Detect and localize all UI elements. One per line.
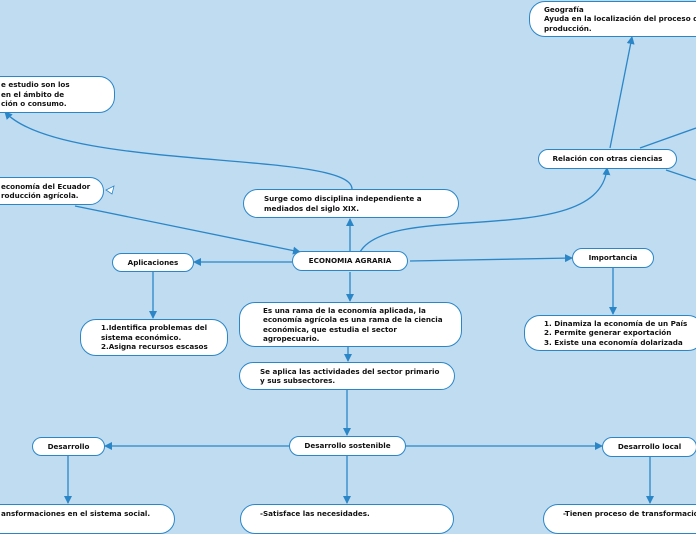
node-satisface[interactable]: -Satisface las necesidades.	[240, 504, 454, 534]
node-desarrollo-label: Desarrollo	[47, 441, 90, 451]
node-aplica-label: Se aplica las actividades del sector pri…	[260, 366, 440, 385]
connector-layer	[4, 36, 696, 504]
node-local[interactable]: Desarrollo local	[602, 437, 696, 457]
node-rama[interactable]: Es una rama de la economía aplicada, la …	[239, 302, 462, 347]
node-dinamiza[interactable]: 1. Dinamiza la economía de un País 2. Pe…	[524, 315, 696, 351]
connector-center-importancia	[409, 254, 573, 263]
node-ecuador-label: economía del Ecuador roducción agrícola.	[1, 181, 91, 200]
node-surge-label: Surge como disciplina independiente a me…	[264, 194, 422, 213]
node-importancia-label: Importancia	[588, 253, 638, 263]
node-identifica[interactable]: 1.Identifica problemas del sistema econó…	[80, 319, 228, 356]
link-icon	[105, 185, 115, 195]
node-transformaciones[interactable]: ansformaciones en el sistema social.	[0, 504, 175, 534]
connector-surge-estudio	[4, 111, 353, 190]
node-tienen[interactable]: -Tienen proceso de transformación	[543, 504, 696, 534]
connector-ecuador-center	[74, 205, 301, 255]
node-tienen-label: -Tienen proceso de transformación	[563, 509, 696, 518]
node-aplica[interactable]: Se aplica las actividades del sector pri…	[239, 362, 455, 390]
node-relacion[interactable]: Relación con otras ciencias	[538, 149, 677, 169]
connector-center-relacion	[359, 167, 611, 253]
node-satisface-label: -Satisface las necesidades.	[260, 509, 370, 518]
node-sostenible[interactable]: Desarrollo sostenible	[289, 436, 406, 456]
node-local-label: Desarrollo local	[617, 442, 682, 452]
node-dinamiza-label: 1. Dinamiza la economía de un País 2. Pe…	[544, 318, 688, 347]
node-identifica-label: 1.Identifica problemas del sistema econó…	[101, 323, 208, 352]
connector-relacion-offscreen-1	[639, 127, 696, 149]
node-desarrollo[interactable]: Desarrollo	[32, 437, 105, 456]
node-aplicaciones[interactable]: Aplicaciones	[112, 253, 194, 272]
node-estudio-label: e estudio son los en el ámbito de ción o…	[1, 80, 70, 109]
node-aplicaciones-label: Aplicaciones	[127, 257, 179, 267]
node-rama-label: Es una rama de la economía aplicada, la …	[263, 305, 443, 343]
node-geografia[interactable]: Geografía Ayuda en la localización del p…	[529, 1, 696, 37]
node-relacion-label: Relación con otras ciencias	[552, 154, 663, 164]
connector-relacion-geografia	[609, 36, 635, 149]
node-central[interactable]: ECONOMIA AGRARIA	[292, 251, 408, 271]
node-importancia[interactable]: Importancia	[572, 248, 654, 268]
node-transformaciones-label: ansformaciones en el sistema social.	[1, 509, 151, 518]
node-sostenible-label: Desarrollo sostenible	[304, 441, 391, 451]
node-geografia-label: Geografía Ayuda en la localización del p…	[544, 4, 696, 33]
node-ecuador[interactable]: economía del Ecuador roducción agrícola.	[0, 177, 104, 205]
connector-relacion-offscreen-2	[665, 169, 696, 181]
node-central-label: ECONOMIA AGRARIA	[308, 256, 392, 266]
node-surge[interactable]: Surge como disciplina independiente a me…	[243, 189, 459, 218]
node-estudio[interactable]: e estudio son los en el ámbito de ción o…	[0, 76, 115, 113]
